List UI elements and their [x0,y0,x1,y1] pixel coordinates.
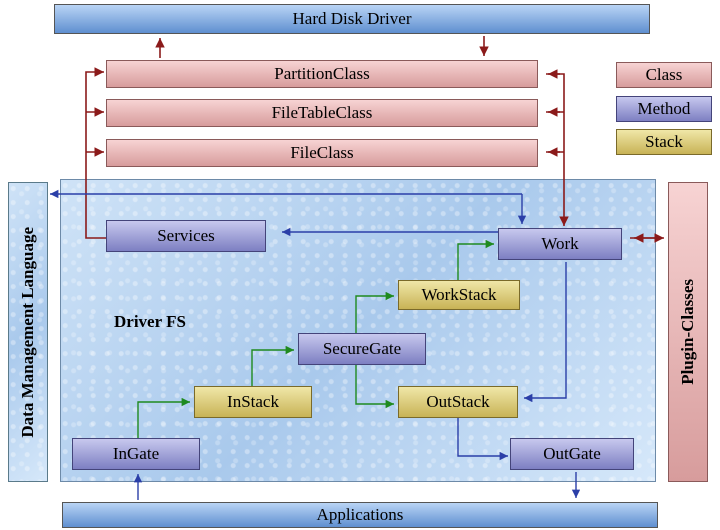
file-class-bar: FileClass [106,139,538,167]
partition-class-bar: PartitionClass [106,60,538,88]
work-stack-label: WorkStack [421,285,497,304]
work-box: Work [498,228,622,260]
applications-label: Applications [316,505,404,524]
legend-method: Method [616,96,712,122]
out-stack-box: OutStack [398,386,518,418]
services-box: Services [106,220,266,252]
blue-arrows [50,189,581,500]
in-stack-label: InStack [227,392,279,411]
legend-method-label: Method [637,99,691,118]
legend-stack-label: Stack [645,132,683,151]
services-class-arrows [85,36,489,239]
file-table-class-bar: FileTableClass [106,99,538,127]
hard-disk-driver-label: Hard Disk Driver [292,9,412,28]
driver-fs-title: Driver FS [114,312,186,331]
legend-stack: Stack [616,129,712,155]
in-stack-box: InStack [194,386,312,418]
plugin-classes-panel: Plugin-Classes [668,182,708,482]
secure-gate-label: SecureGate [322,339,402,358]
hard-disk-driver-bar: Hard Disk Driver [54,4,650,34]
out-gate-box: OutGate [510,438,634,470]
out-stack-label: OutStack [426,392,490,411]
file-class-label: FileClass [290,143,354,162]
applications-bar: Applications [62,502,658,528]
in-gate-label: InGate [112,444,160,463]
legend-class: Class [616,62,712,88]
green-arrows [137,239,494,438]
work-class-arrows [546,69,664,243]
in-gate-box: InGate [72,438,200,470]
data-management-language-panel: Data Management Language [8,182,48,482]
work-stack-box: WorkStack [398,280,520,310]
services-label: Services [157,226,215,245]
legend-class-label: Class [645,65,683,84]
out-gate-label: OutGate [543,444,601,463]
file-table-class-label: FileTableClass [271,103,373,122]
partition-class-label: PartitionClass [274,64,370,83]
secure-gate-box: SecureGate [298,333,426,365]
work-label: Work [541,234,579,253]
